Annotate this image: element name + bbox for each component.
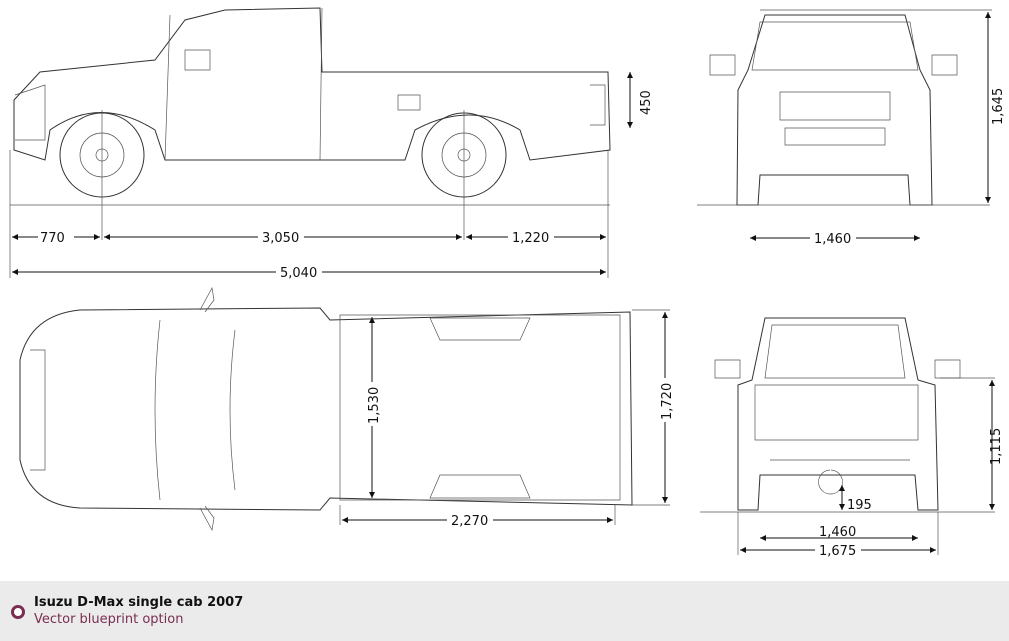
label-wheelbase: 3,050	[262, 231, 299, 246]
top-view: 2,270 1,530 1,720	[19, 286, 675, 532]
caption-bar: Isuzu D-Max single cab 2007 Vector bluep…	[0, 581, 1009, 641]
caption-title: Isuzu D-Max single cab 2007	[34, 595, 244, 610]
label-bed-height: 450	[639, 90, 654, 115]
label-front-height: 1,645	[991, 88, 1006, 125]
front-view: 1,460 1,645	[697, 9, 1006, 247]
side-view: 770 3,050 1,220 5,040 450	[9, 7, 654, 281]
bullet-icon	[11, 605, 25, 619]
label-top-width: 1,720	[660, 383, 675, 420]
label-rear-track: 1,460	[819, 525, 856, 540]
label-length: 5,040	[280, 266, 317, 281]
label-tailgate-height: 1,115	[989, 428, 1004, 465]
label-rear-width: 1,675	[819, 544, 856, 559]
vehicle-blueprint: 770 3,050 1,220 5,040 450 1,460 1,645 2,…	[9, 7, 1006, 559]
label-front-track: 1,460	[814, 232, 851, 247]
label-ground-clearance: 195	[847, 498, 872, 513]
caption-subtitle: Vector blueprint option	[34, 612, 184, 627]
label-rear-overhang: 1,220	[512, 231, 549, 246]
label-front-overhang: 770	[40, 231, 65, 246]
rear-view: 195 1,460 1,675 1,115	[700, 317, 1004, 559]
label-bed-width: 1,530	[367, 387, 382, 424]
label-bed-length: 2,270	[451, 514, 488, 529]
